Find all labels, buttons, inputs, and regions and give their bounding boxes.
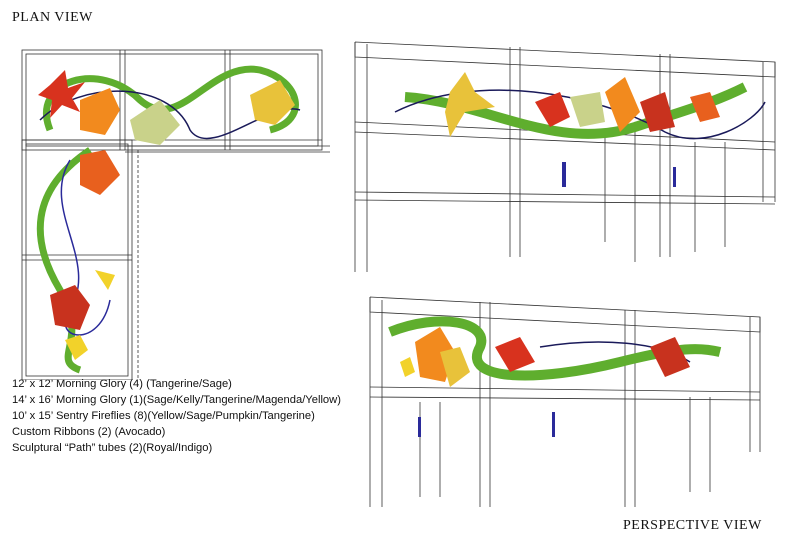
legend-item: 12’ x 12’ Morning Glory (4) (Tangerine/S… bbox=[12, 378, 232, 390]
legend-item: Custom Ribbons (2) (Avocado) bbox=[12, 426, 166, 438]
plan-morning-glory bbox=[38, 70, 295, 360]
plan-view-title: PLAN VIEW bbox=[12, 10, 93, 25]
perspective-top-structure bbox=[354, 41, 776, 272]
perspective-view-bottom bbox=[369, 296, 761, 507]
legend-item: Sculptural “Path” tubes (2)(Royal/Indigo… bbox=[12, 442, 213, 454]
perspective-view-top bbox=[354, 41, 776, 272]
perspective-view-title: PERSPECTIVE VIEW bbox=[623, 518, 762, 533]
perspective-top-flowers bbox=[445, 72, 720, 187]
legend-item: 14’ x 16’ Morning Glory (1)(Sage/Kelly/T… bbox=[12, 394, 341, 406]
legend: 12’ x 12’ Morning Glory (4) (Tangerine/S… bbox=[12, 376, 341, 456]
plan-view-drawing bbox=[21, 49, 330, 380]
perspective-bottom-flowers bbox=[400, 327, 690, 437]
perspective-bottom-structure bbox=[369, 296, 761, 507]
legend-item: 10’ x 15’ Sentry Fireflies (8)(Yellow/Sa… bbox=[12, 410, 315, 422]
